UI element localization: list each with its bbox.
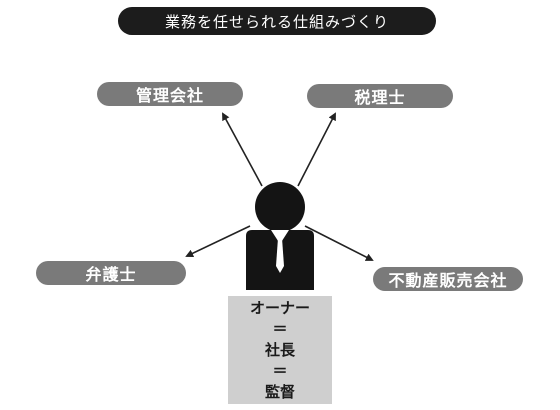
node-lawyer: 弁護士	[36, 261, 186, 285]
arrow-to-fudo	[304, 225, 374, 261]
node-management-company: 管理会社	[97, 82, 243, 106]
owner-equals-1: ＝	[272, 319, 288, 338]
arrow-to-bengo	[185, 225, 251, 258]
diagram-title: 業務を任せられる仕組みづくり	[118, 7, 436, 35]
arrow-to-kanri	[222, 112, 263, 187]
owner-director: 監督	[264, 382, 295, 401]
node-tax-accountant: 税理士	[307, 84, 453, 108]
person-figure-icon	[246, 182, 314, 290]
owner-box: オーナー ＝ 社長 ＝ 監督	[228, 296, 332, 404]
owner-role: オーナー	[249, 298, 310, 317]
node-real-estate-company: 不動産販売会社	[373, 267, 523, 291]
arrow-to-zeiri	[297, 112, 336, 187]
owner-equals-2: ＝	[272, 361, 288, 380]
owner-president: 社長	[264, 340, 295, 359]
